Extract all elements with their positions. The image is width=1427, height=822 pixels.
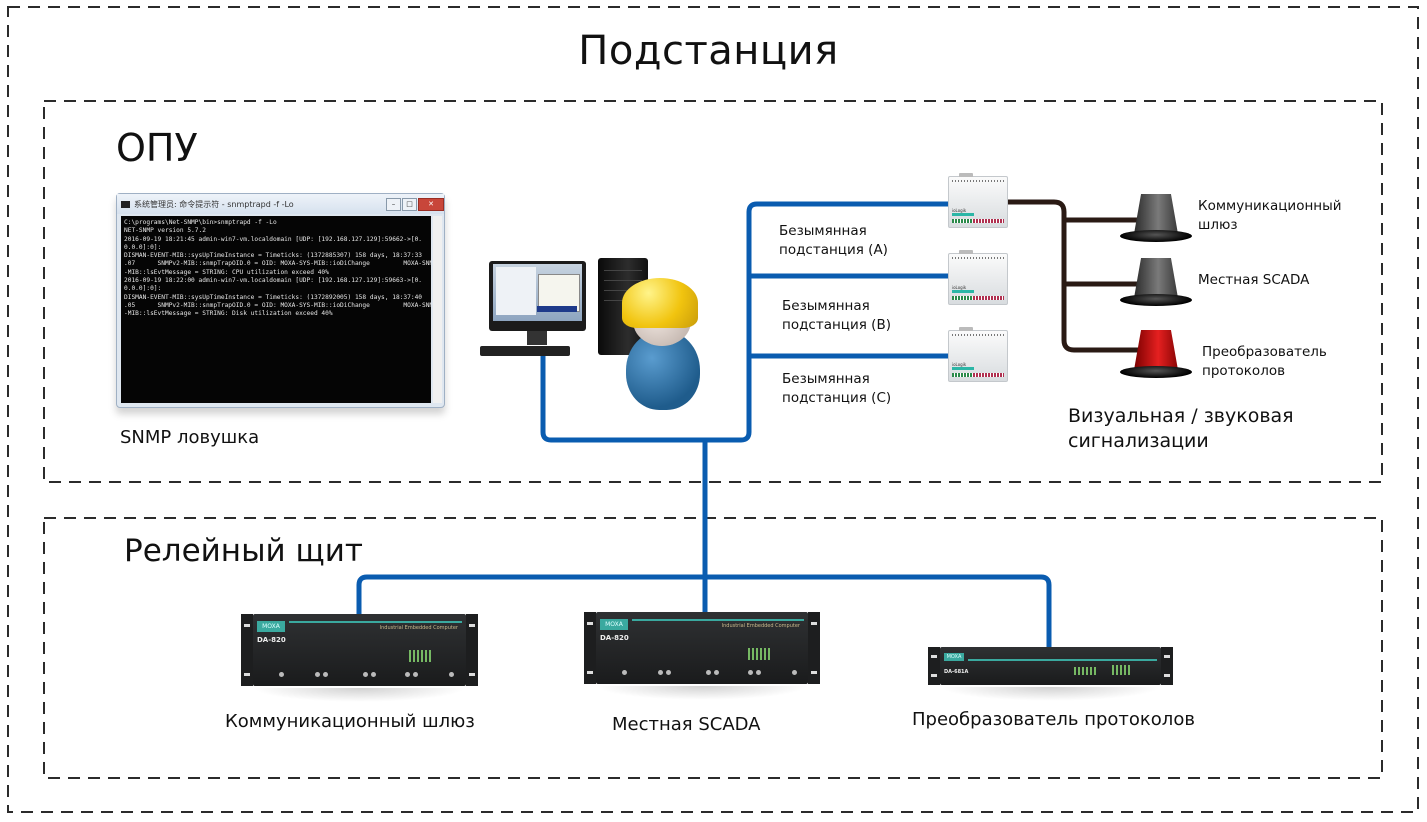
maximize-button[interactable]: □ [402, 197, 417, 211]
link-pc-to-backbone [540, 201, 950, 443]
beacon-gateway-icon [1120, 194, 1192, 244]
hard-hat-icon [622, 278, 698, 328]
relay-bus [356, 574, 1052, 647]
shadow [596, 686, 808, 700]
terminal-line: .07 SNMPv2-MIB::snmpTrapOID.0 = OID: MOX… [124, 260, 431, 268]
terminal-line: 0.0.0]:0]: [124, 243, 162, 251]
section-title-control-room: ОПУ [116, 126, 198, 170]
terminal-titlebar[interactable]: 系统管理员: 命令提示符 - snmptrapd -f -Lo – □ ✕ [117, 194, 444, 214]
terminal-line: 2016-09-19 18:22:00 admin-win7-vm.locald… [124, 277, 423, 285]
close-button[interactable]: ✕ [418, 197, 444, 211]
rack-gateway-label: Коммуникационный шлюз [225, 711, 475, 732]
terminal-line: DISMAN-EVENT-MIB::sysUpTimeInstance = Ti… [124, 252, 423, 260]
terminal-line: .05 SNMPv2-MIB::snmpTrapOID.0 = OID: MOX… [124, 301, 431, 309]
terminal-scrollbar[interactable] [433, 216, 442, 403]
rack-device-protocol-converter[interactable]: MOXA DA-681A [928, 647, 1173, 685]
terminal-line: 2016-09-19 18:21:45 admin-win7-vm.locald… [124, 235, 423, 243]
diagram-title: Подстанция [578, 28, 839, 74]
snmp-trap-label: SNMP ловушка [120, 427, 260, 448]
io-module-a[interactable]: ioLogik [948, 173, 1008, 228]
terminal-line: C:\programs\Net-SNMP\bin>snmptrapd -f -L… [124, 219, 277, 226]
terminal-line: -MIB::lsEvtMessage = STRING: CPU utiliza… [124, 268, 329, 276]
beacon-protocol-converter-icon [1120, 330, 1192, 380]
monitor-stand [527, 331, 547, 345]
terminal-line: DISMAN-EVENT-MIB::sysUpTimeInstance = Ti… [124, 293, 423, 301]
io-module-c[interactable]: ioLogik [948, 327, 1008, 382]
substation-boundary [7, 6, 1419, 813]
shadow [940, 687, 1161, 701]
control-room-boundary [43, 100, 1383, 483]
section-title-relay-panel: Релейный щит [124, 533, 363, 569]
terminal-line: NET-SNMP version 5.7.2 [124, 227, 206, 235]
terminal-line: -MIB::lsEvtMessage = STRING: Disk utiliz… [124, 310, 333, 318]
io-module-b[interactable]: ioLogik [948, 250, 1008, 305]
terminal-output: C:\programs\Net-SNMP\bin>snmptrapd -f -L… [121, 216, 431, 403]
alarm-bus [1005, 199, 1140, 353]
terminal-title: 系统管理员: 命令提示符 - snmptrapd -f -Lo [134, 199, 294, 209]
rack-scada-label: Местная SCADA [612, 714, 761, 735]
monitor-icon [489, 261, 586, 331]
cmd-icon [121, 200, 130, 208]
minimize-button[interactable]: – [386, 197, 401, 211]
keyboard-icon [480, 346, 570, 356]
terminal-line: 0.0.0]:0]: [124, 285, 162, 293]
relay-panel-boundary [43, 517, 1383, 779]
alarm-scada-label: Местная SCADA [1198, 272, 1310, 288]
beacon-scada-icon [1120, 258, 1192, 308]
rack-converter-label: Преобразователь протоколов [912, 709, 1195, 730]
snmp-terminal-window[interactable]: 系统管理员: 命令提示符 - snmptrapd -f -Lo – □ ✕ C:… [116, 193, 445, 408]
shadow [253, 688, 466, 702]
